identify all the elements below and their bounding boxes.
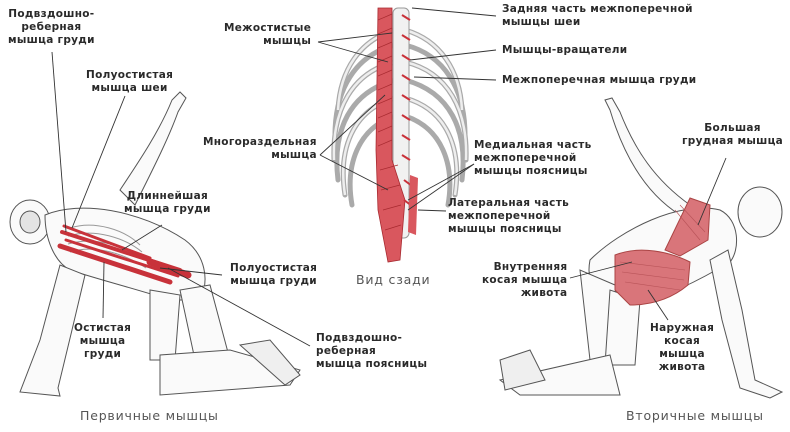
label-pectoralis-major: Большая грудная мышца [682,122,784,147]
left-figure [9,91,301,397]
label-interspinales: Межостистые мышцы [224,22,312,47]
leader-lines [51,7,727,347]
label-longissimus-thoracis: Длиннейшая мышца груди [124,190,211,215]
label-multifidus: Многораздельная мышца [203,136,317,161]
label-semispinalis-thoracis: Полуостистая мышца груди [230,262,318,287]
label-external-oblique: Наружная косая мышца живота [650,322,715,373]
caption-secondary-muscles: Вторичные мышцы [626,408,764,423]
label-spinalis-thoracis: Остистая мышца груди [74,322,132,360]
label-semispinalis-cervicis: Полуостистая мышца шеи [86,69,174,94]
label-iliocostalis-lumborum: Подвздошно- реберная мышца поясницы [316,332,428,370]
label-lateral-intertransversarii-lumborum: Латеральная часть межпоперечной мышцы по… [448,197,570,235]
label-intertransversarii-thoracis: Межпоперечная мышца груди [502,74,697,86]
caption-primary-muscles: Первичные мышцы [80,408,219,423]
label-medial-intertransversarii-lumborum: Медиальная часть межпоперечной мышцы поя… [474,139,592,177]
caption-back-view: Вид сзади [356,272,431,287]
label-posterior-intertransversarii-cervicis: Задняя часть межпоперечной мышцы шеи [502,3,693,28]
label-internal-oblique: Внутренняя косая мышца живота [482,261,568,299]
right-secondary-muscles [614,197,711,306]
spine-muscles [375,7,418,263]
label-iliocostalis-thoracis: Подвздошно- реберная мышца груди [8,8,95,46]
label-rotatores: Мышцы-вращатели [502,44,628,56]
